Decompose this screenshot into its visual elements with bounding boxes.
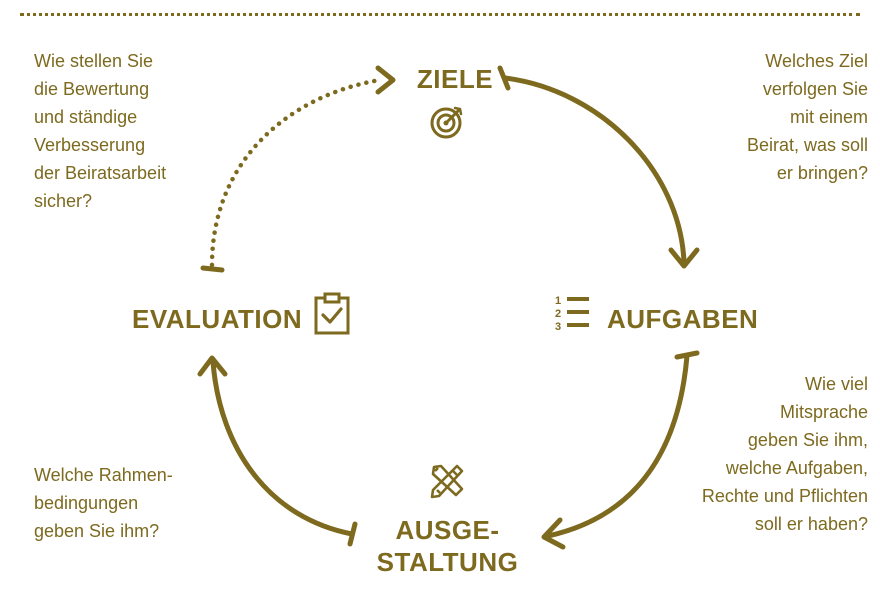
list-number-2: 2 bbox=[555, 308, 561, 320]
arrow-ausgestaltung-to-evaluation bbox=[197, 355, 358, 547]
dotted-top-divider bbox=[20, 13, 860, 16]
list-number-1: 1 bbox=[555, 295, 561, 307]
numbered-list-icon: 1 2 3 bbox=[555, 295, 589, 333]
pencil-ruler-icon bbox=[430, 464, 464, 499]
arrow-evaluation-to-ziele-dotted bbox=[200, 65, 396, 273]
target-icon bbox=[430, 106, 463, 139]
question-ausgestaltung: Welche Rahmen- bedingungen geben Sie ihm… bbox=[34, 465, 173, 541]
stage-label-ziele: ZIELE bbox=[416, 64, 494, 94]
stage-label-aufgaben: AUFGABEN bbox=[607, 304, 759, 334]
arrow-aufgaben-to-ausgestaltung bbox=[541, 350, 700, 550]
clipboard-check-icon bbox=[314, 292, 350, 335]
stage-label-evaluation: EVALUATION bbox=[132, 304, 303, 334]
list-number-3: 3 bbox=[555, 321, 561, 333]
arrow-ziele-to-aufgaben bbox=[497, 65, 700, 269]
question-evaluation: Wie stellen Sie die Bewertung und ständi… bbox=[34, 51, 167, 211]
question-aufgaben: Wie viel Mitsprache geben Sie ihm, welch… bbox=[701, 374, 868, 534]
question-ziele: Welches Ziel verfolgen Sie mit einem Bei… bbox=[746, 51, 868, 183]
stage-label-ausgestaltung: AUSGE- STALTUNG bbox=[376, 515, 519, 577]
